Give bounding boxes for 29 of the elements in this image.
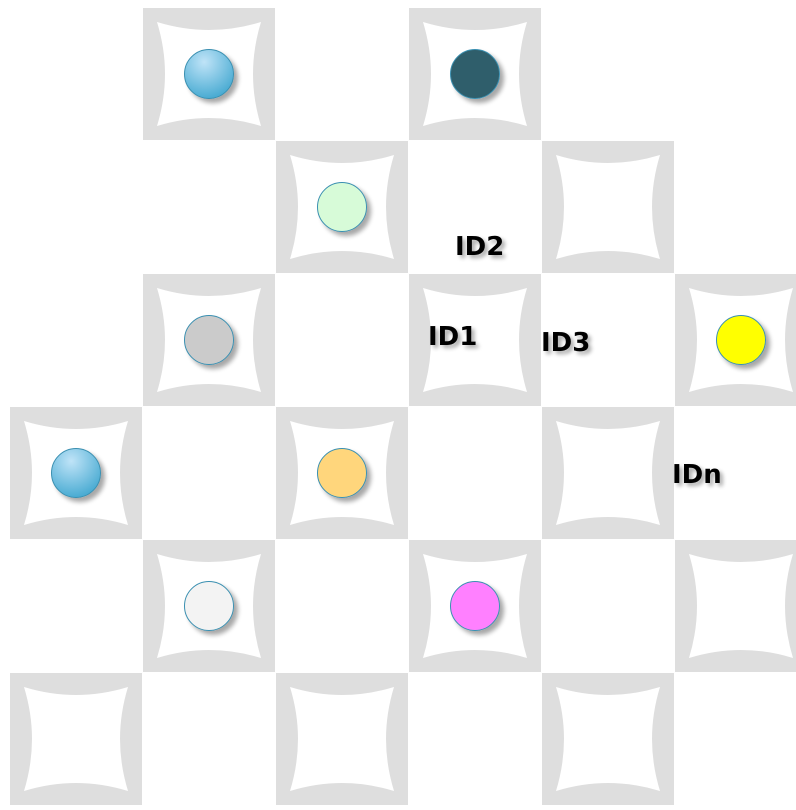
tile-frame: [10, 407, 142, 539]
colored-circle: [184, 315, 234, 365]
colored-circle: [716, 315, 766, 365]
tile-frame: [409, 540, 541, 672]
colored-circle: [450, 581, 500, 631]
colored-circle: [317, 182, 367, 232]
colored-circle: [184, 581, 234, 631]
tile-frame: [542, 673, 674, 805]
tile-frame: [143, 540, 275, 672]
id-label: ID1: [428, 322, 478, 352]
tile-frame: [276, 141, 408, 273]
tile-frame: [143, 274, 275, 406]
id-label: ID2: [455, 232, 504, 262]
tile-frame: [675, 274, 796, 406]
colored-circle: [184, 49, 234, 99]
colored-circle: [51, 448, 101, 498]
tile-frame: [409, 274, 541, 406]
tile-frame: [409, 8, 541, 140]
id-label: ID3: [541, 328, 590, 358]
tile-frame: [542, 141, 674, 273]
colored-circle: [450, 49, 500, 99]
tile-frame: [542, 407, 674, 539]
tile-frame: [276, 673, 408, 805]
tile-frame: [143, 8, 275, 140]
colored-circle: [317, 448, 367, 498]
tile-frame: [276, 407, 408, 539]
tile-frame: [10, 673, 142, 805]
tile-frame: [675, 540, 796, 672]
id-label: IDn: [672, 460, 722, 490]
